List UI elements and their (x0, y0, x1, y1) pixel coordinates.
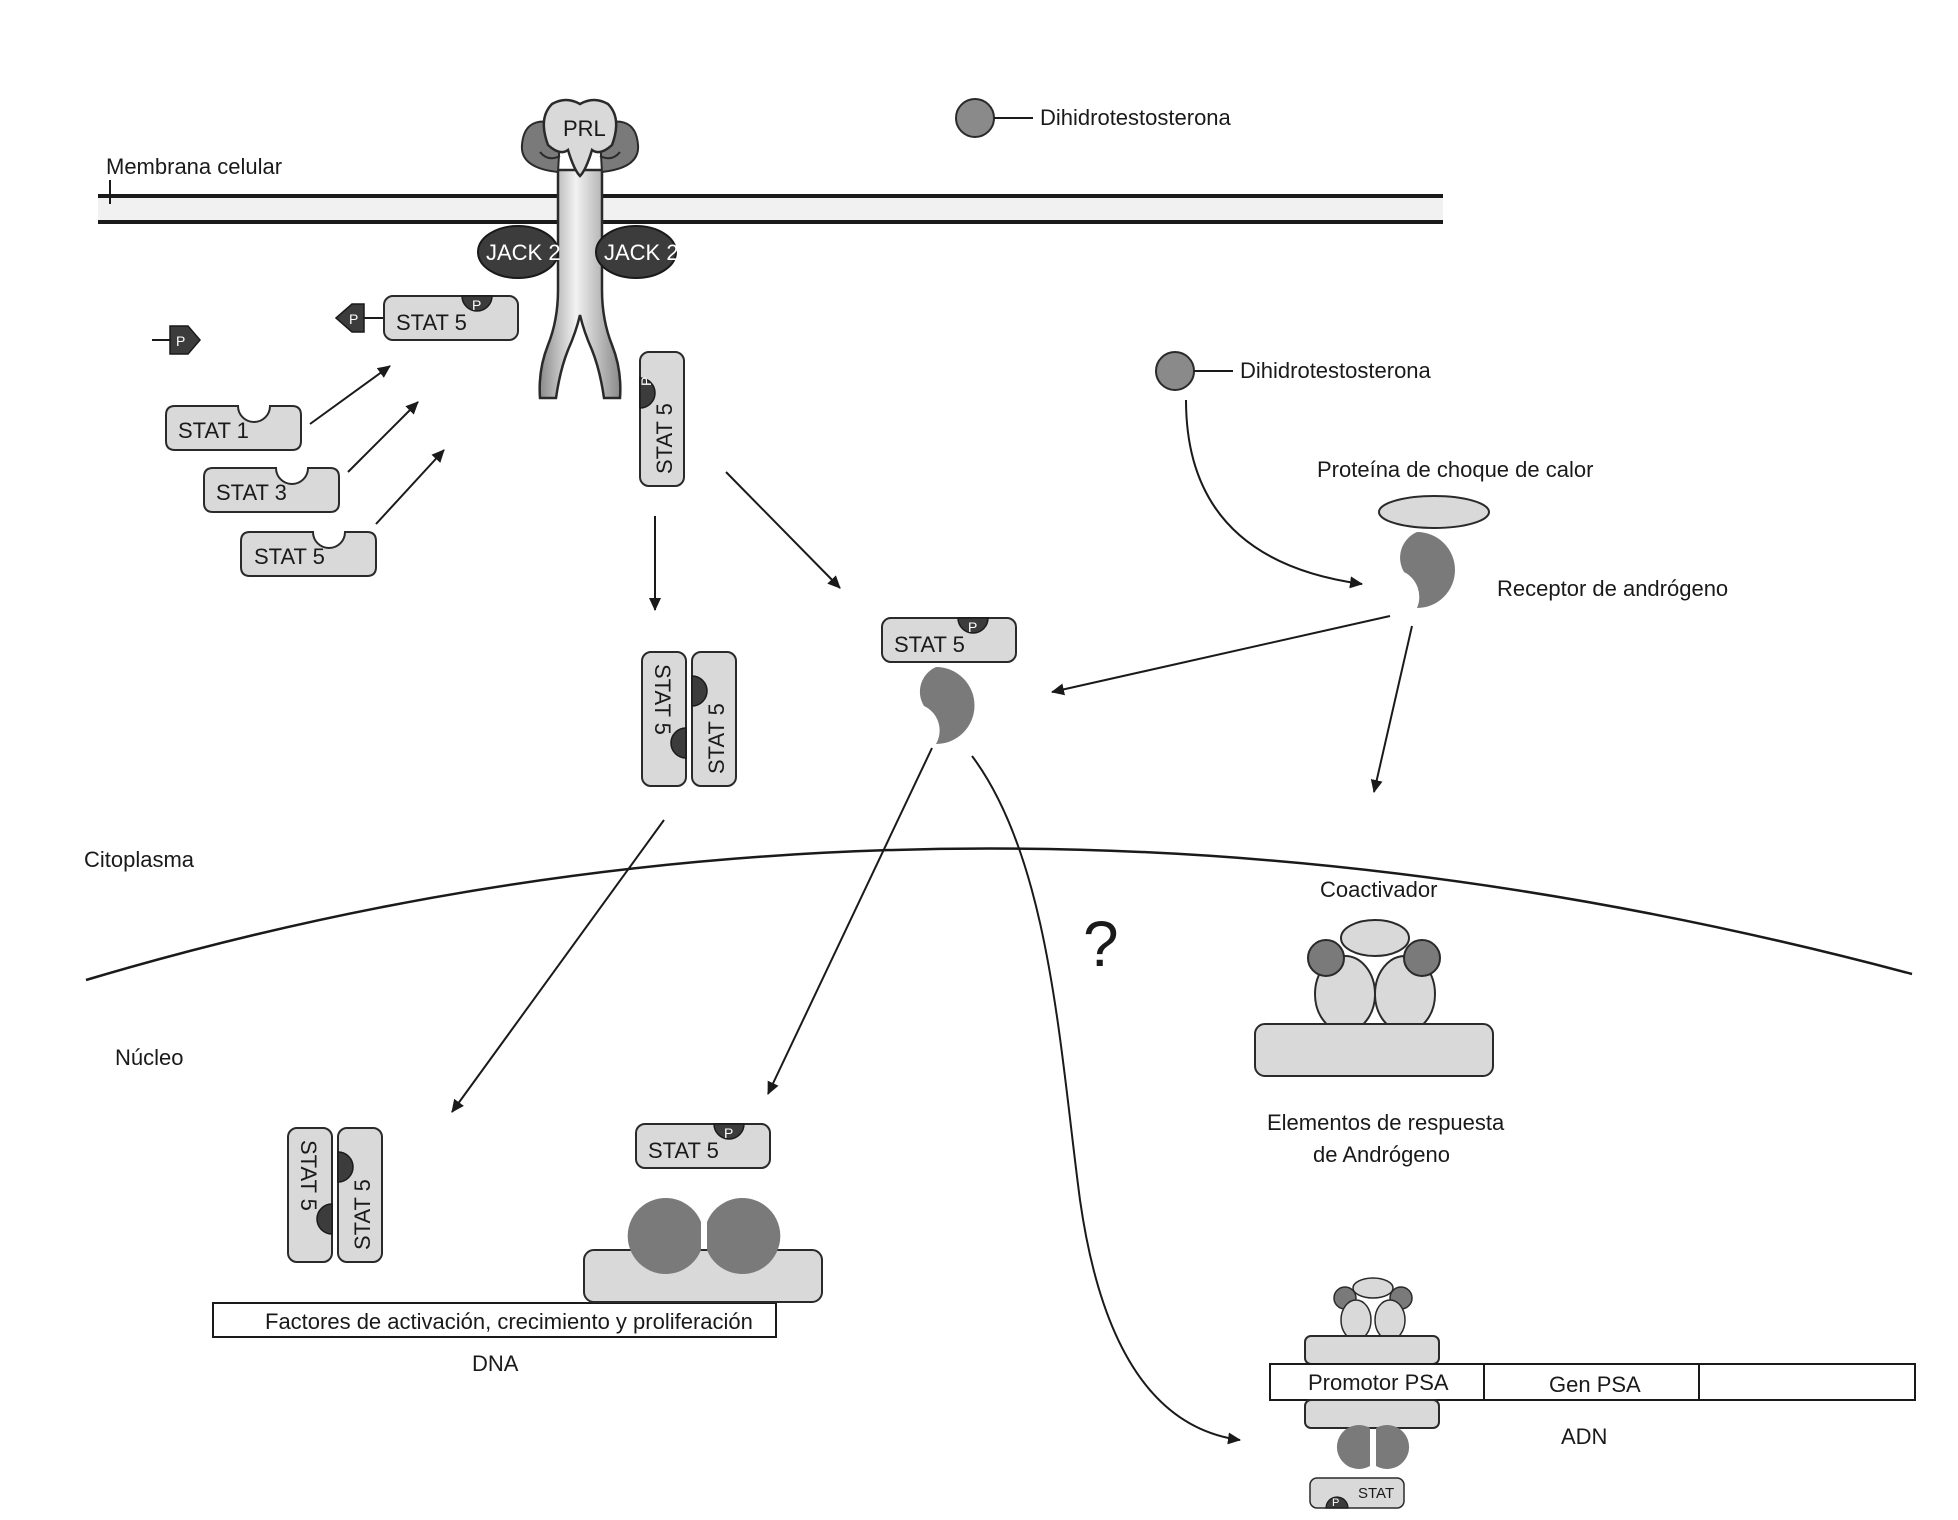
arrow-receptor-to-nucleus (1370, 625, 1413, 793)
free-phosphate: P (152, 325, 201, 355)
svg-text:STAT 5: STAT 5 (350, 1179, 375, 1250)
svg-text:STAT 5: STAT 5 (894, 632, 965, 657)
svg-text:P: P (349, 311, 358, 327)
nucleus-label: Núcleo (115, 1045, 183, 1070)
stat5-dimer-nucleus: STAT 5 STAT 5 (287, 1127, 383, 1263)
psa-promoter-label: Promotor PSA (1308, 1370, 1449, 1395)
cytoplasm-label: Citoplasma (84, 847, 195, 872)
coactivator-complex (1254, 919, 1494, 1077)
membrane-label: Membrana celular (106, 154, 282, 179)
jack2-right: JACK 2 (595, 225, 679, 279)
prl-label: PRL (563, 116, 606, 141)
svg-text:Dihidrotestosterona: Dihidrotestosterona (1240, 358, 1432, 383)
svg-text:STAT 5: STAT 5 (648, 1138, 719, 1163)
svg-text:STAT 3: STAT 3 (216, 480, 287, 505)
svg-text:P: P (638, 377, 654, 386)
arrow-dimer-to-dna (451, 819, 665, 1113)
svg-text:JACK 2: JACK 2 (486, 240, 561, 265)
svg-text:JACK 2: JACK 2 (604, 240, 679, 265)
svg-text:P: P (472, 297, 481, 313)
stat3-inactive: STAT 3 (203, 467, 340, 513)
are-label-line1: Elementos de respuesta (1267, 1110, 1505, 1135)
arrow-stat3 (347, 401, 419, 473)
androgen-receptor-label: Receptor de andrógeno (1497, 576, 1728, 601)
svg-text:STAT 5: STAT 5 (704, 703, 729, 774)
arrow-receptor-to-stat5 (1051, 615, 1391, 696)
svg-text:STAT 5: STAT 5 (652, 403, 677, 474)
arrow-complex-to-psa (971, 755, 1241, 1445)
question-mark: ? (1083, 908, 1119, 980)
are-label-line2: de Andrógeno (1313, 1142, 1450, 1167)
svg-text:Dihidrotestosterona: Dihidrotestosterona (1040, 105, 1232, 130)
svg-text:STAT 5: STAT 5 (296, 1140, 321, 1211)
adn-label: ADN (1561, 1424, 1607, 1449)
coactivator-label: Coactivador (1320, 877, 1437, 902)
activation-factors-box (212, 1302, 777, 1338)
activation-factors-label: Factores de activación, crecimiento y pr… (265, 1309, 753, 1334)
arrow-stat1 (309, 365, 391, 425)
arrow-to-stat5-ar (725, 471, 841, 589)
stat5-dimer-cytoplasm: STAT 5 STAT 5 (641, 651, 737, 787)
arrow-complex-to-nucleus (767, 747, 933, 1095)
svg-text:P: P (176, 333, 185, 349)
nuclear-envelope (85, 847, 1913, 982)
arrow-stat5 (375, 449, 445, 525)
psa-gene-region: STAT P (1269, 1277, 1916, 1509)
heat-shock-protein (1378, 495, 1490, 529)
svg-text:STAT: STAT (1358, 1485, 1394, 1502)
cell-membrane (98, 180, 1443, 224)
stat5-inactive: STAT 5 (240, 531, 377, 577)
psa-gene-label: Gen PSA (1549, 1372, 1641, 1397)
prolactin-receptor (520, 98, 640, 400)
androgen-receptor (1400, 532, 1455, 608)
svg-text:STAT 5: STAT 5 (254, 544, 325, 569)
heat-shock-label: Proteína de choque de calor (1317, 457, 1593, 482)
dht-top: Dihidrotestosterona (955, 98, 1232, 138)
stat5-phosphorylated-release: P P STAT 5 (334, 295, 519, 341)
stat5-vertical-phosphorylated: P STAT 5 (638, 351, 685, 487)
svg-text:STAT 1: STAT 1 (178, 418, 249, 443)
stat5-receptor-dna-complex: P STAT 5 (583, 1123, 823, 1303)
svg-text:P: P (968, 619, 977, 635)
stat1-inactive: STAT 1 (165, 405, 302, 451)
svg-text:P: P (1332, 1497, 1339, 1509)
svg-text:P: P (724, 1125, 733, 1141)
svg-text:STAT 5: STAT 5 (396, 310, 467, 335)
dna-label: DNA (472, 1351, 519, 1376)
svg-text:STAT 5: STAT 5 (650, 664, 675, 735)
dht-right: Dihidrotestosterona (1155, 351, 1432, 391)
jack2-left: JACK 2 (477, 225, 561, 279)
stat5-androgen-receptor-complex: P STAT 5 (881, 617, 1017, 744)
arrow-dht-to-receptor (1185, 399, 1363, 589)
